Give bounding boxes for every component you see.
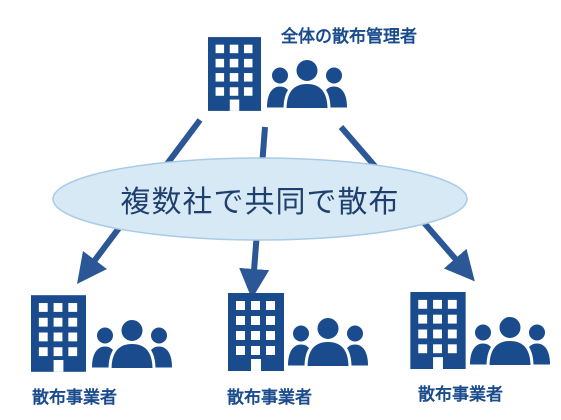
bottom-middle-people-icon bbox=[288, 314, 368, 368]
bottom-right-people-icon bbox=[470, 313, 550, 367]
bottom-middle-label: 散布事業者 bbox=[227, 388, 312, 408]
bottom-left-people-icon bbox=[92, 316, 172, 370]
bottom-middle-building-icon bbox=[228, 293, 284, 371]
center-label: 複数社で共同で散布 bbox=[120, 185, 400, 220]
top-people-icon bbox=[267, 56, 347, 110]
bottom-left-label: 散布事業者 bbox=[32, 388, 117, 408]
center-ellipse bbox=[52, 157, 468, 241]
bottom-left-building-icon bbox=[31, 295, 86, 372]
bottom-right-label: 散布事業者 bbox=[418, 385, 503, 405]
bottom-right-building-icon bbox=[410, 292, 466, 369]
top-node-label: 全体の散布管理者 bbox=[281, 27, 417, 47]
top-building-icon bbox=[208, 37, 261, 111]
